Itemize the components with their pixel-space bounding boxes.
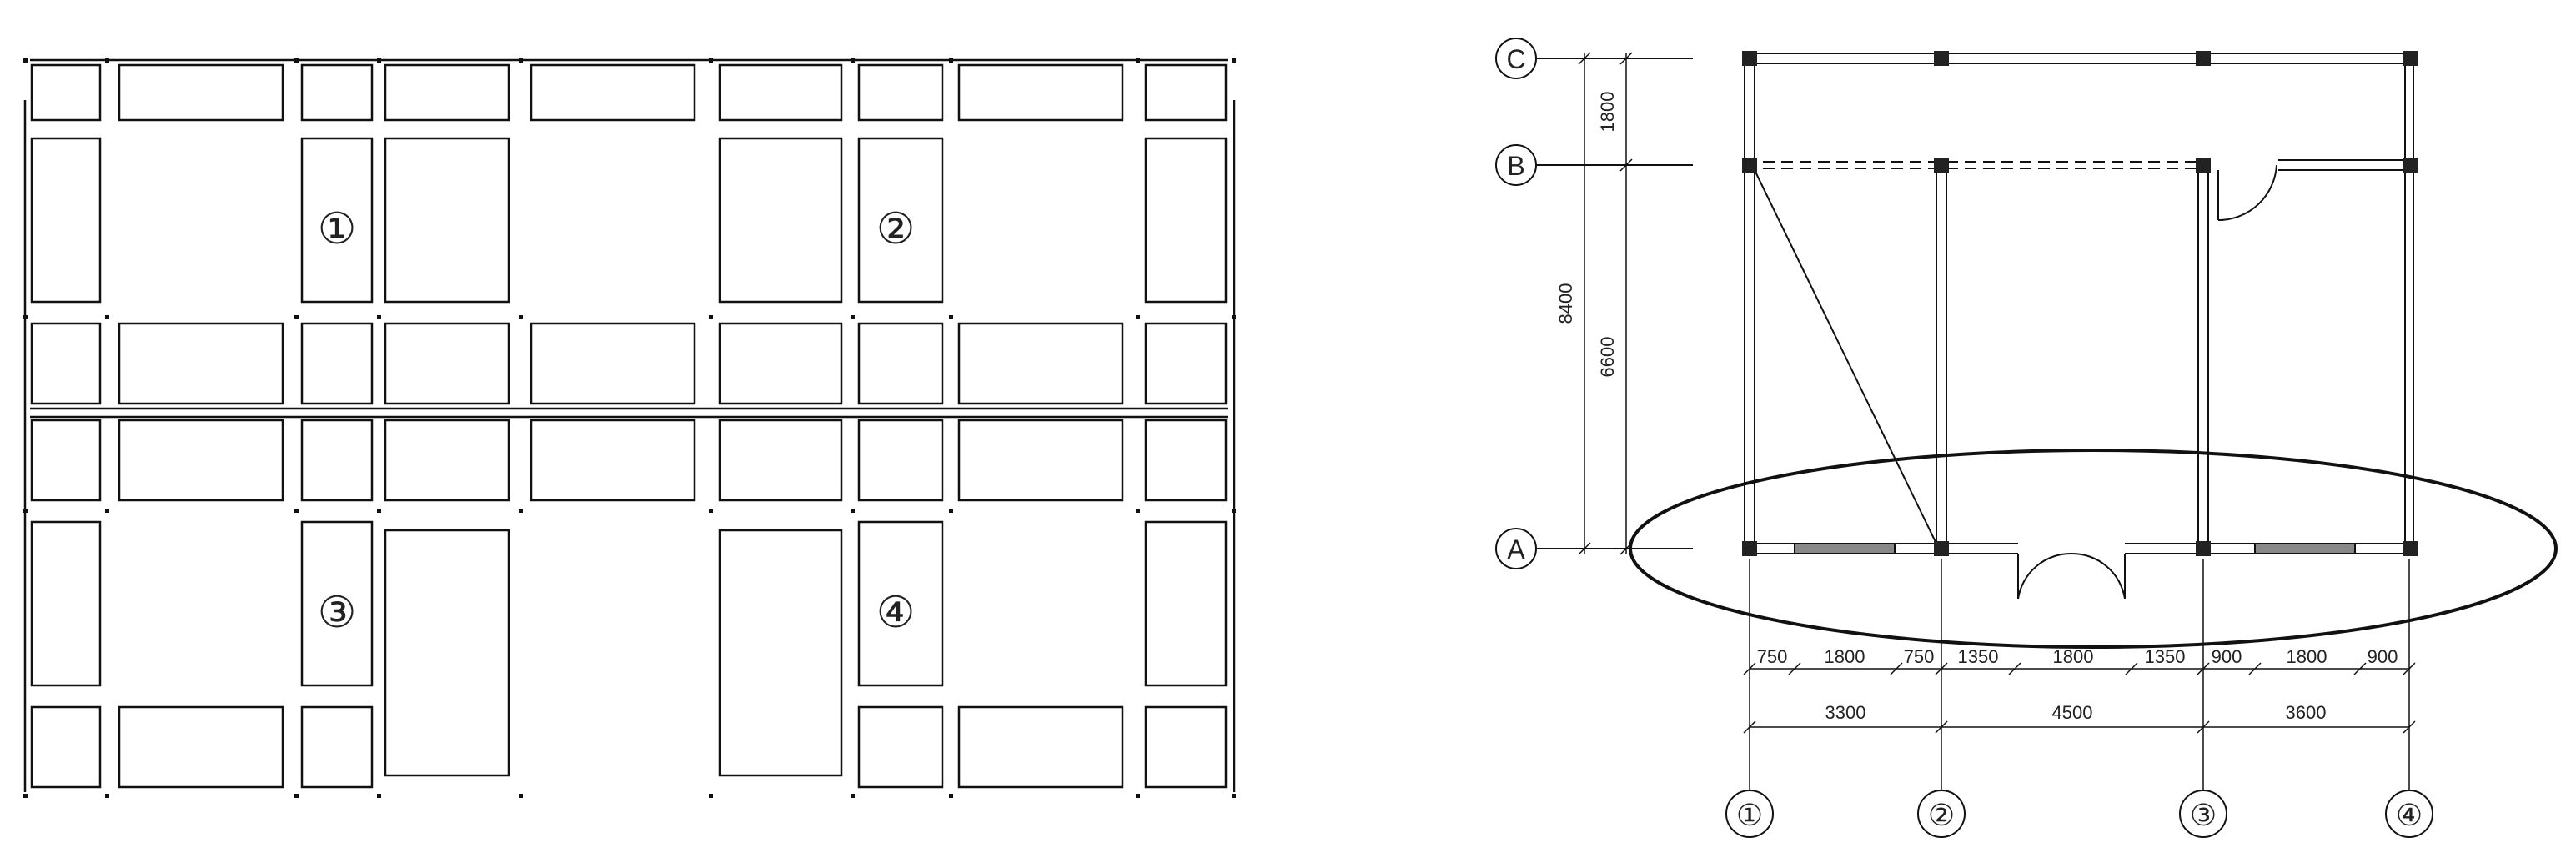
window-left (1794, 543, 1896, 554)
vertical-dimensions: 1800 6600 8400 (1555, 52, 1633, 555)
walls (1744, 53, 2414, 554)
row-axis-label-c: C (1506, 44, 1525, 74)
column-axis-label-4: ④ (2396, 798, 2423, 832)
panel-row-6 (30, 705, 1228, 789)
row-axis-label-b: B (1507, 151, 1524, 181)
dim-window-2: 1800 (1825, 646, 1865, 667)
panel-label-2: ② (876, 205, 916, 253)
highlight-ellipse (1629, 449, 2558, 649)
windows (1794, 543, 2356, 554)
column-axis-label-2: ② (1928, 798, 1955, 832)
dim-window-9: 900 (2368, 646, 2398, 667)
dim-c-to-b: 1800 (1597, 92, 1618, 133)
dim-window-5: 1800 (2053, 646, 2094, 667)
panel-label-1: ① (318, 205, 357, 253)
panel-3 (300, 520, 374, 687)
row-axis-a: A (1495, 528, 1693, 569)
column-axis-bubbles: ① ② ③ ④ (1725, 790, 2433, 838)
column-axis-lines (1749, 559, 2410, 790)
dim-bay-1: 3300 (1825, 702, 1866, 723)
panel-label-3: ③ (318, 589, 357, 637)
dim-b-to-a: 6600 (1597, 337, 1618, 378)
panel-labels: ① ② ③ ④ (318, 205, 916, 637)
column-axis-label-3: ③ (2190, 798, 2217, 832)
dim-window-4: 1350 (1958, 646, 1999, 667)
dim-window-7: 900 (2212, 646, 2242, 667)
panel-layout-plan: ① ② ③ ④ (23, 58, 1236, 798)
dim-window-8: 1800 (2287, 646, 2327, 667)
panel-2 (857, 137, 944, 304)
panel-row-5 (30, 520, 1228, 777)
dim-bay-2: 4500 (2052, 702, 2093, 723)
panel-row-2 (30, 137, 1228, 304)
dim-window-3: 750 (1904, 646, 1935, 667)
row-axis-b: B (1495, 144, 1693, 186)
dim-window-6: 1350 (2145, 646, 2186, 667)
row-axis-label-a: A (1507, 534, 1525, 564)
panel-row-4 (30, 419, 1228, 502)
panel-1 (300, 137, 374, 304)
side-door (2217, 164, 2277, 222)
front-door (2017, 552, 2126, 600)
outer-edge-lines (23, 58, 1236, 792)
column-axis-label-1: ① (1736, 798, 1763, 832)
panel-row-3 (30, 322, 1228, 405)
dim-total: 8400 (1555, 283, 1576, 324)
window-right (2254, 543, 2356, 554)
columns (1742, 51, 2418, 556)
floor-plan: C B A 1800 6600 8400 (1495, 38, 2558, 838)
dim-window-1: 750 (1757, 646, 1788, 667)
panel-row-1 (30, 63, 1228, 122)
dim-bay-3: 3600 (2286, 702, 2327, 723)
panel-4 (857, 520, 944, 687)
window-dimension-row: 750 1800 750 1350 1800 1350 900 1800 900 (1743, 646, 2416, 675)
grid-dots (23, 58, 1236, 798)
bay-dimension-row: 3300 4500 3600 (1743, 702, 2416, 734)
row-axis-c: C (1495, 38, 1693, 79)
panel-label-4: ④ (876, 589, 916, 637)
